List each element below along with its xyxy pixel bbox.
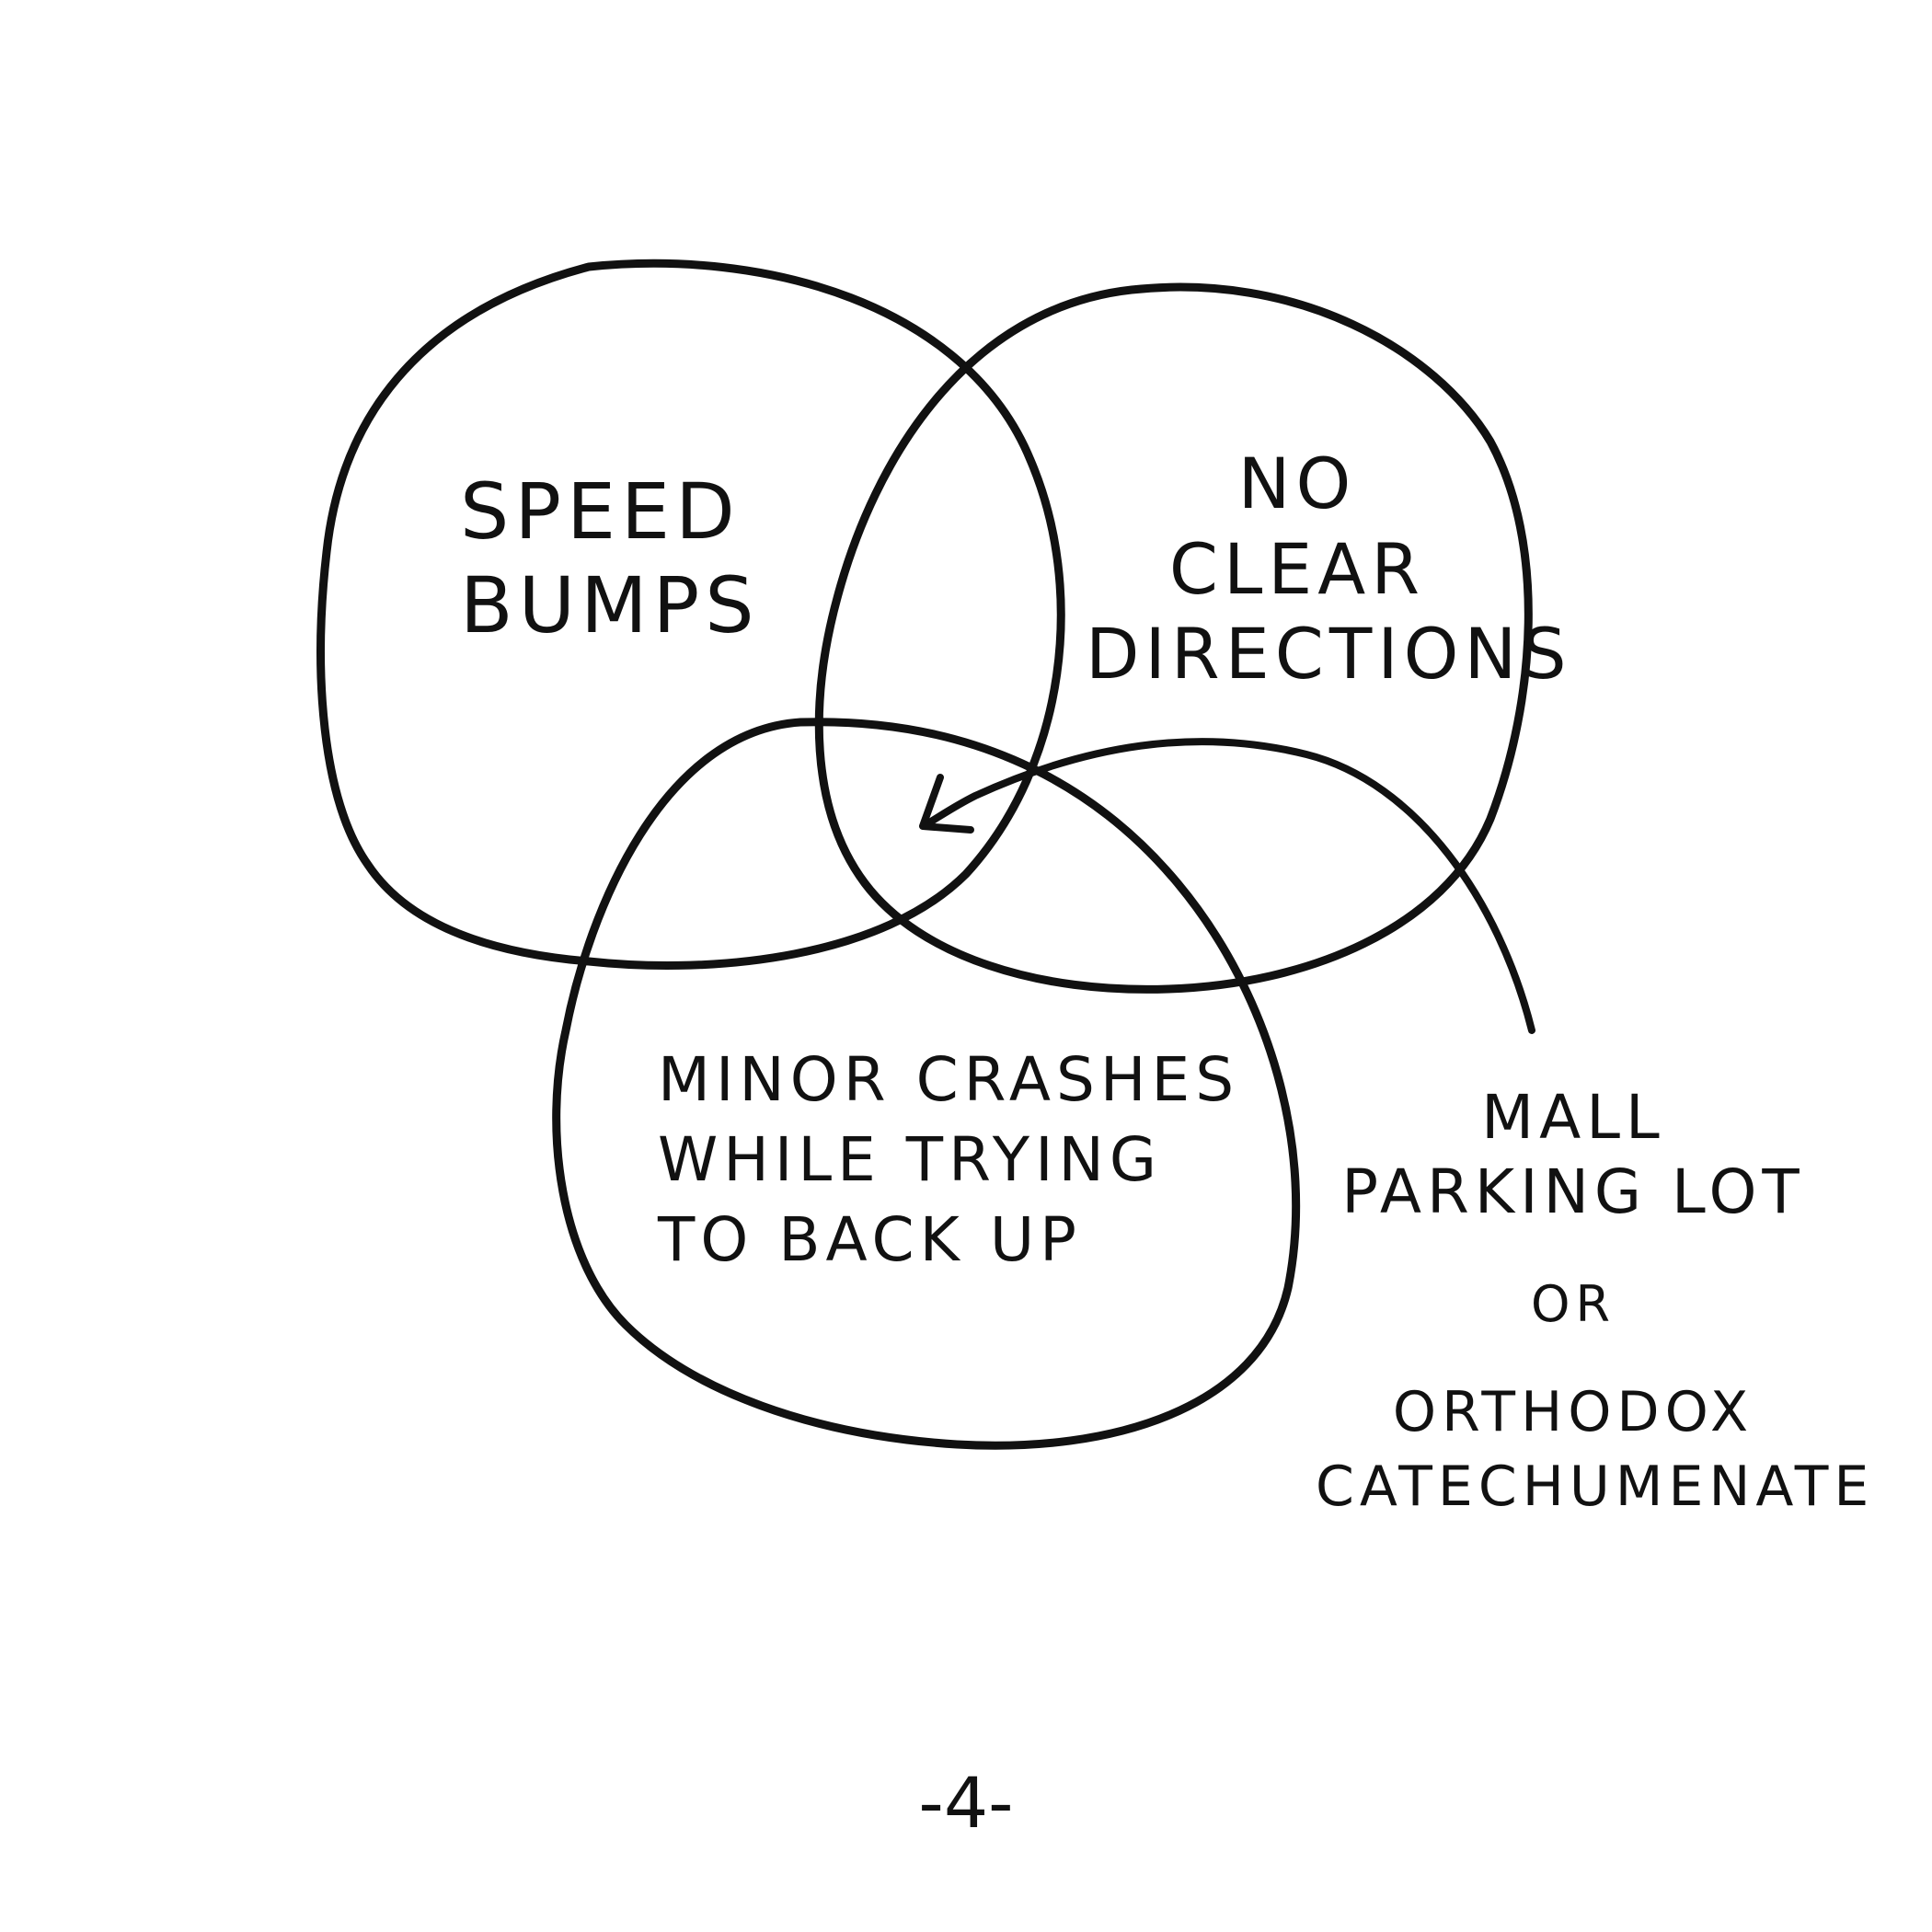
- label-or-text: OR: [1530, 1275, 1616, 1333]
- pointer-arrow-line: [927, 738, 1535, 1034]
- label-no-clear-directions: NO CLEAR DIRECTIONS: [1086, 442, 1572, 697]
- label-mall-line-1: MALL: [1481, 1082, 1665, 1153]
- label-minor-crashes-line-3: TO BACK UP: [658, 1204, 1082, 1276]
- label-no-clear-directions-line-1: NO: [1237, 443, 1357, 524]
- label-no-clear-directions-line-3: DIRECTIONS: [1086, 613, 1572, 696]
- label-mall-parking-lot: MALL PARKING LOT: [1325, 1081, 1822, 1229]
- label-minor-crashes: MINOR CRASHES WHILE TRYING TO BACK UP: [658, 1040, 1239, 1280]
- label-speed-bumps-line-2: BUMPS: [460, 560, 760, 651]
- label-speed-bumps-line-1: SPEED: [460, 466, 741, 557]
- label-no-clear-directions-line-2: CLEAR: [1168, 527, 1426, 610]
- circle-speed-bumps: [316, 259, 1065, 971]
- label-mall-line-2: PARKING LOT: [1341, 1156, 1805, 1227]
- label-ortho-line-1: ORTHODOX: [1392, 1380, 1754, 1444]
- label-ortho-line-2: CATECHUMENATE: [1316, 1455, 1875, 1519]
- label-orthodox-catechumenate: ORTHODOX CATECHUMENATE: [1316, 1375, 1875, 1524]
- label-speed-bumps: SPEED BUMPS: [460, 465, 760, 653]
- label-minor-crashes-line-2: WHILE TRYING: [658, 1124, 1163, 1196]
- circle-minor-crashes: [552, 718, 1301, 1450]
- pointer-arrowhead: [919, 774, 974, 834]
- circle-no-clear-directions: [814, 282, 1533, 994]
- label-or-separator: OR: [1509, 1274, 1638, 1335]
- page-number: -4-: [918, 1762, 1014, 1844]
- label-minor-crashes-line-1: MINOR CRASHES: [658, 1044, 1240, 1115]
